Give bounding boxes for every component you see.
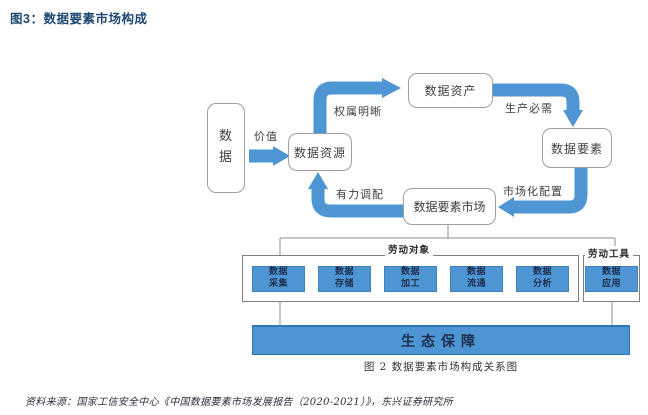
process-box-data-collection: 数据 采集 bbox=[252, 265, 305, 292]
node-data: 数据 bbox=[207, 103, 245, 193]
process-box-line: 采集 bbox=[268, 278, 288, 289]
labor-object-container: 数据 采集 数据 存储 数据 加工 数据 流通 数据 分析 bbox=[242, 255, 579, 302]
figure-title: 图3：数据要素市场构成 bbox=[10, 12, 148, 26]
arrow-market-allocation bbox=[498, 168, 588, 217]
process-box-data-storage: 数据 存储 bbox=[318, 265, 371, 292]
group-label-labor-tool: 劳动工具 bbox=[585, 246, 634, 260]
process-box-data-application: 数据 应用 bbox=[585, 265, 638, 292]
process-box-line: 流通 bbox=[466, 278, 486, 289]
process-box-line: 数据 bbox=[601, 267, 621, 278]
process-box-line: 分析 bbox=[532, 278, 552, 289]
arrow-value bbox=[249, 146, 290, 166]
process-box-line: 加工 bbox=[400, 278, 420, 289]
eco-protection-bar: 生态保障 bbox=[252, 325, 630, 355]
edge-label-clear-ownership: 权属明晰 bbox=[334, 105, 382, 118]
node-data-element-market: 数据要素市场 bbox=[403, 188, 496, 225]
group-label-labor-object: 劳动对象 bbox=[385, 242, 434, 256]
process-box-line: 数据 bbox=[268, 267, 288, 278]
node-data-resource: 数据资源 bbox=[288, 133, 352, 171]
process-box-line: 数据 bbox=[334, 267, 354, 278]
node-data-asset-label: 数据资产 bbox=[424, 84, 477, 98]
arrow-effective-allocation bbox=[308, 172, 403, 218]
arrow-clear-ownership bbox=[313, 78, 401, 133]
process-box-line: 数据 bbox=[466, 267, 486, 278]
process-box-data-analysis: 数据 分析 bbox=[516, 265, 569, 292]
node-data-element: 数据要素 bbox=[542, 128, 612, 168]
edge-label-effective-allocation: 有力调配 bbox=[336, 188, 384, 201]
process-box-line: 数据 bbox=[532, 267, 552, 278]
node-data-label: 数据 bbox=[219, 129, 234, 165]
process-box-line: 存储 bbox=[334, 278, 354, 289]
edge-label-market-allocation: 市场化配置 bbox=[503, 185, 563, 198]
process-box-line: 应用 bbox=[601, 278, 621, 289]
diagram-caption: 图 2 数据要素市场构成关系图 bbox=[363, 361, 519, 373]
edge-label-value: 价值 bbox=[254, 130, 278, 143]
node-data-element-market-label: 数据要素市场 bbox=[413, 200, 486, 214]
process-box-line: 数据 bbox=[400, 267, 420, 278]
arrow-production-necessity bbox=[493, 83, 583, 127]
node-data-element-label: 数据要素 bbox=[550, 141, 603, 156]
eco-protection-label: 生态保障 bbox=[401, 333, 481, 350]
node-data-resource-label: 数据资源 bbox=[293, 145, 346, 160]
node-data-asset: 数据资产 bbox=[408, 73, 493, 108]
labor-tool-container: 数据 应用 bbox=[583, 255, 640, 302]
source-note: 资料来源：国家工信安全中心《中国数据要素市场发展报告（2020-2021）》，东… bbox=[25, 397, 454, 408]
edge-label-production-necessity: 生产必需 bbox=[505, 102, 553, 115]
process-box-data-circulation: 数据 流通 bbox=[450, 265, 503, 292]
process-box-data-processing: 数据 加工 bbox=[384, 265, 437, 292]
